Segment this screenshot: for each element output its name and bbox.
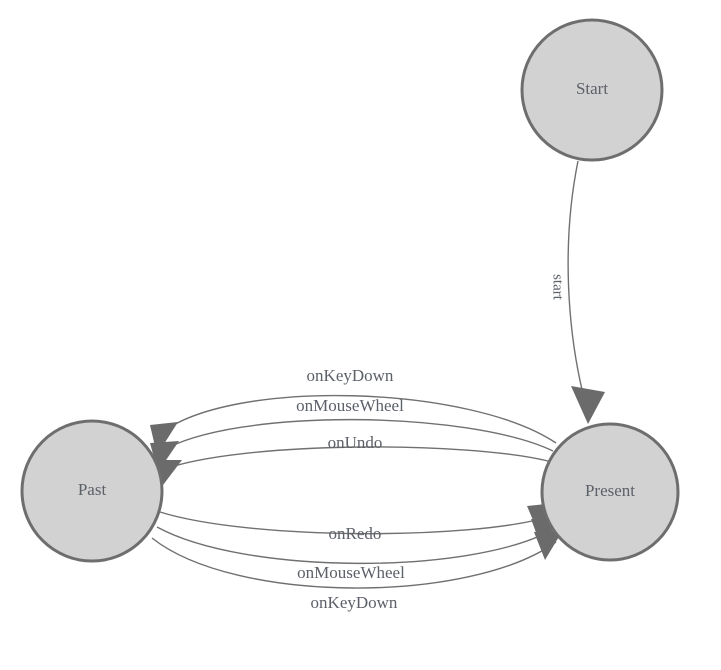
edge-past-to-present-onredo-path (159, 511, 549, 535)
edge-start-to-present[interactable] (567, 160, 605, 424)
edge-label-present-to-past-onmousewheel: onMouseWheel (296, 396, 404, 415)
edge-label-past-to-present-onmousewheel: onMouseWheel (297, 563, 405, 582)
node-present[interactable]: Present (540, 422, 680, 562)
edge-present-to-past-onmousewheel-path (159, 418, 554, 453)
edge-start-to-present-arrowhead (571, 386, 605, 424)
node-start-circle (520, 18, 664, 162)
edge-present-to-past-onundo[interactable] (153, 446, 549, 489)
edge-label-past-to-present-onredo: onRedo (329, 524, 382, 543)
node-start-label: Start (576, 79, 608, 98)
node-present-label: Present (585, 481, 635, 500)
edge-label-past-to-present-onkeydown: onKeyDown (311, 593, 398, 612)
edge-present-to-past-onkeydown-path (159, 394, 557, 444)
node-start[interactable]: Start (520, 18, 664, 162)
node-present-circle (540, 422, 680, 562)
edge-past-to-present-onkeydown[interactable] (151, 530, 563, 589)
edge-label-start: start (550, 274, 566, 301)
edge-past-to-present-onmousewheel-path (156, 526, 553, 565)
edge-past-to-present-onkeydown-arrowhead (534, 530, 563, 560)
edge-present-to-past-onundo-path (161, 446, 549, 471)
edge-past-to-present-onkeydown-path (151, 537, 557, 589)
edge-label-present-to-past-onundo: onUndo (328, 433, 383, 452)
node-past[interactable]: Past (20, 419, 164, 563)
node-past-label: Past (78, 480, 107, 499)
edge-start-to-present-path (567, 160, 587, 407)
node-past-circle (20, 419, 164, 563)
edge-label-present-to-past-onkeydown: onKeyDown (307, 366, 394, 385)
